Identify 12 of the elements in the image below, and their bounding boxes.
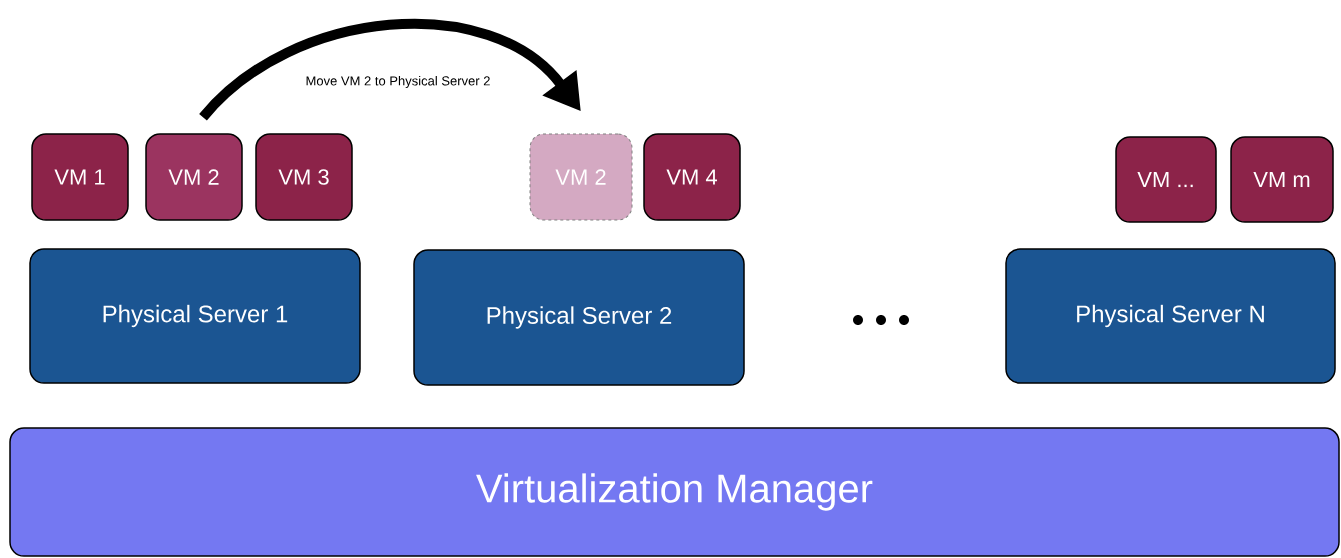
vm-box: VM 1 [31, 133, 129, 221]
vm-box: VM ... [1115, 136, 1217, 223]
edge-label: Move VM 2 to Physical Server 2 [306, 75, 490, 89]
manager-bar: Virtualization Manager [9, 427, 1340, 557]
server-box: Physical Server 1 [29, 248, 361, 384]
vm-box: VM 2 [145, 133, 243, 221]
server-box: Physical Server N [1005, 248, 1336, 384]
vm-box: VM 4 [643, 133, 741, 221]
vm-box: VM 3 [255, 133, 353, 221]
vm-placeholder-box: VM 2 [529, 133, 633, 221]
server-box: Physical Server 2 [413, 249, 745, 386]
vm-box: VM m [1230, 136, 1334, 223]
